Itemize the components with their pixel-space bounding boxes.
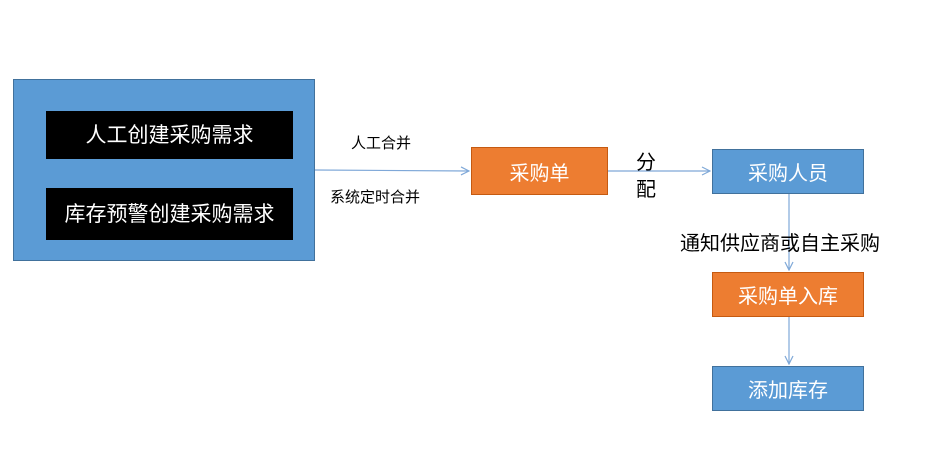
edge-label-notify-or-self-purchase: 通知供应商或自主采购 xyxy=(680,231,880,255)
purchaser-node: 采购人员 xyxy=(712,149,864,194)
purchase-order-node: 采购单 xyxy=(471,147,608,195)
edge-label-assign: 分配 xyxy=(636,150,656,201)
add-stock-node: 添加库存 xyxy=(712,366,864,411)
edge-label-manual-merge: 人工合并 xyxy=(351,134,412,152)
stock-warning-create-demand-node: 库存预警创建采购需求 xyxy=(46,188,293,240)
purchase-order-stock-in-node: 采购单入库 xyxy=(712,272,864,317)
edge-label-timed-merge: 系统定时合并 xyxy=(330,188,421,206)
manual-create-demand-node: 人工创建采购需求 xyxy=(46,111,293,159)
edge-source-to-order xyxy=(314,170,469,171)
